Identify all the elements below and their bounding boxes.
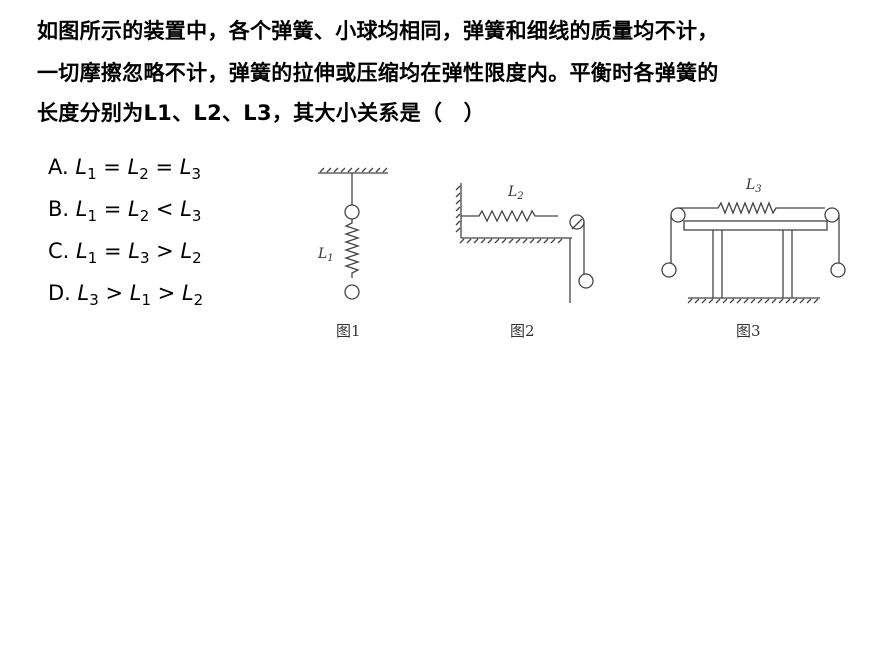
- subscript: 2: [139, 165, 149, 183]
- option-letter: B.: [48, 197, 70, 221]
- subscript: 1: [141, 291, 151, 309]
- operator: >: [98, 281, 130, 305]
- figure-1-caption: 图1: [336, 322, 361, 340]
- svg-text:L1: L1: [317, 246, 334, 264]
- option-d[interactable]: D. L3 > L1 > L2: [48, 281, 203, 309]
- question-line-2: 一切摩擦忽略不计，弹簧的拉伸或压缩均在弹性限度内。平衡时各弹簧的: [37, 61, 719, 85]
- subscript: 3: [89, 291, 99, 309]
- operator: =: [96, 155, 128, 179]
- option-letter: C.: [48, 239, 70, 263]
- question-line-3: 长度分别为L1、L2、L3，其大小关系是（ ）: [37, 101, 485, 125]
- subscript: 3: [191, 165, 202, 183]
- operator: <: [149, 197, 181, 221]
- option-letter: D.: [48, 281, 71, 305]
- var: L: [75, 155, 88, 179]
- svg-text:L3: L3: [745, 177, 762, 195]
- var: L: [179, 155, 192, 179]
- option-b[interactable]: B. L1 = L2 < L3: [48, 197, 201, 225]
- operator: >: [149, 239, 181, 263]
- var: L: [180, 197, 192, 221]
- option-letter: A.: [48, 155, 69, 179]
- option-a[interactable]: A. L1 = L2 = L3: [48, 155, 201, 183]
- figure-2-caption: 图2: [510, 322, 535, 340]
- var: L: [129, 281, 142, 305]
- subscript: 3: [139, 249, 150, 267]
- var: L: [127, 155, 140, 179]
- subscript: 1: [87, 249, 98, 267]
- var: L: [76, 239, 88, 263]
- var: L: [75, 197, 88, 221]
- operator: =: [97, 197, 128, 221]
- subscript: 1: [87, 165, 97, 183]
- svg-text:L2: L2: [507, 184, 524, 202]
- var: L: [77, 281, 90, 305]
- subscript: 3: [191, 207, 202, 225]
- operator: =: [97, 239, 129, 263]
- subscript: 1: [87, 207, 98, 225]
- subscript: 2: [139, 207, 150, 225]
- var: L: [181, 281, 194, 305]
- option-c[interactable]: C. L1 = L3 > L2: [48, 239, 202, 267]
- operator: =: [148, 155, 180, 179]
- figure-3: L3 图3: [661, 177, 846, 340]
- subscript: 2: [192, 249, 202, 267]
- var: L: [128, 239, 140, 263]
- var: L: [180, 239, 193, 263]
- var: L: [127, 197, 140, 221]
- figure-2: L2 图2: [455, 183, 594, 340]
- question-line-1: 如图所示的装置中，各个弹簧、小球均相同，弹簧和细线的质量均不计，: [37, 19, 719, 43]
- figure-1: L1 图1: [317, 167, 388, 340]
- subscript: 2: [193, 291, 204, 309]
- figure-3-caption: 图3: [736, 322, 761, 340]
- operator: >: [151, 281, 182, 305]
